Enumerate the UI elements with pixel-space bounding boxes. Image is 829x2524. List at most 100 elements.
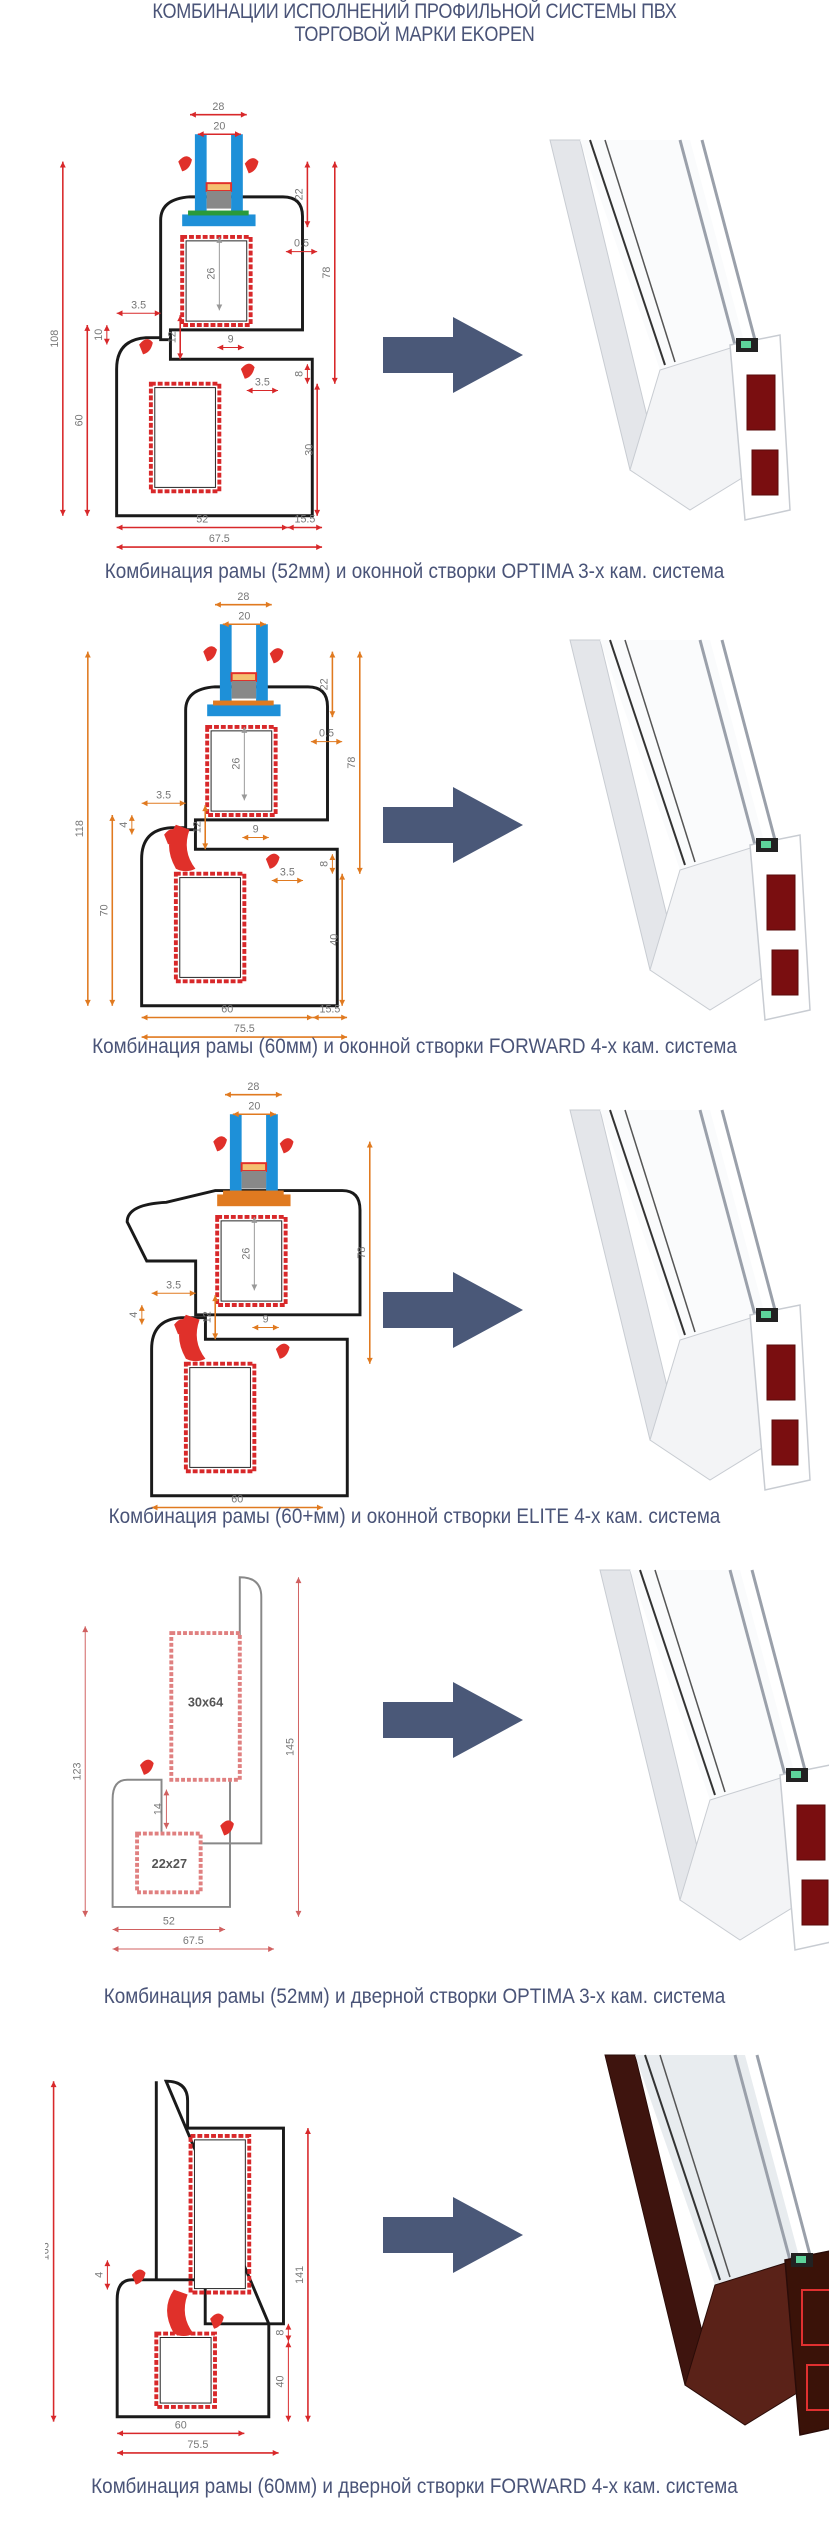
profile-3d-render bbox=[569, 1109, 811, 1491]
gasket-seal bbox=[178, 156, 192, 172]
dimension-label: 78 bbox=[346, 757, 358, 769]
steel-reinforcement-3d bbox=[796, 1804, 826, 1861]
dimension-arrowhead bbox=[271, 877, 278, 884]
dimension-arrowhead bbox=[222, 621, 229, 628]
dimension-label: 28 bbox=[237, 591, 249, 603]
dimension-arrowhead bbox=[305, 2128, 311, 2135]
dimension-arrowhead bbox=[252, 1324, 259, 1331]
dimension-arrowhead bbox=[109, 999, 116, 1006]
section-caption: Комбинация рамы (52мм) и дверной створки… bbox=[103, 1985, 726, 2008]
glazing-shim bbox=[223, 1190, 284, 1196]
dimension-arrowhead bbox=[295, 1910, 302, 1917]
dimension-arrowhead bbox=[189, 1290, 196, 1297]
reinforcement-inner bbox=[220, 1220, 283, 1302]
section-caption: Комбинация рамы (60+мм) и оконной створк… bbox=[108, 1505, 721, 1528]
window-profile-render bbox=[599, 1569, 829, 1951]
dimension-label: 60 bbox=[221, 1004, 233, 1016]
dimension-arrowhead bbox=[260, 621, 266, 628]
dimension-label: 12 bbox=[166, 331, 178, 343]
dimension-arrowhead bbox=[232, 1111, 239, 1118]
steel-reinforcement-3d bbox=[801, 1879, 829, 1926]
dimension-arrowhead bbox=[116, 524, 123, 531]
arrow-right-icon bbox=[383, 317, 523, 393]
dimension-arrowhead bbox=[154, 310, 161, 317]
dimension-arrowhead bbox=[316, 1504, 323, 1511]
dimension-arrowhead bbox=[128, 828, 135, 835]
dimension-arrowhead bbox=[295, 1577, 302, 1584]
glass-area bbox=[600, 640, 765, 870]
dimension-arrowhead bbox=[141, 800, 148, 807]
dimension-arrowhead bbox=[163, 1822, 170, 1829]
dimension-label: 15.5 bbox=[319, 1004, 340, 1016]
dimension-arrowhead bbox=[163, 1789, 170, 1796]
steel-reinforcement-3d bbox=[766, 874, 796, 931]
dimension-arrowhead bbox=[219, 1926, 226, 1933]
dimension-arrowhead bbox=[336, 738, 343, 745]
dimension-arrowhead bbox=[112, 1946, 119, 1952]
profile-3d-render bbox=[569, 639, 811, 1021]
dimension-label: 12 bbox=[201, 1311, 213, 1323]
dimension-arrowhead bbox=[212, 1333, 219, 1340]
dimension-arrowhead bbox=[112, 1926, 119, 1933]
dimension-arrowhead bbox=[331, 161, 338, 168]
dimension-arrowhead bbox=[275, 1091, 282, 1098]
glazing-shim bbox=[188, 210, 249, 216]
dimension-arrowhead bbox=[366, 1141, 373, 1148]
dimension-arrowhead bbox=[116, 544, 123, 550]
glazing-edge bbox=[589, 139, 666, 366]
dimension-label: 9 bbox=[228, 334, 234, 346]
glazing-edge bbox=[659, 2054, 731, 2278]
profile-3d-render bbox=[604, 2054, 829, 2436]
dimension-arrowhead bbox=[329, 867, 336, 874]
dimension-arrowhead bbox=[84, 325, 91, 331]
dimension-arrowhead bbox=[216, 304, 223, 311]
glass-area bbox=[635, 2055, 800, 2285]
reinforcement-inner bbox=[159, 2337, 212, 2404]
steel-reinforcement bbox=[173, 871, 247, 984]
dimension-arrowhead bbox=[339, 873, 346, 880]
dimension-label: 78 bbox=[356, 1247, 368, 1259]
dimension-arrowhead bbox=[305, 2415, 311, 2422]
dimension-label: 60 bbox=[175, 2419, 187, 2431]
dimension-label: 26 bbox=[240, 1248, 252, 1260]
dimension-arrowhead bbox=[251, 1284, 258, 1291]
dimension-label: 0.5 bbox=[319, 728, 334, 740]
steel-reinforcement-3d bbox=[806, 2364, 829, 2411]
steel-reinforcement bbox=[180, 235, 253, 327]
arrow-right-icon bbox=[383, 787, 523, 863]
dimension-arrowhead bbox=[366, 1357, 373, 1364]
glazing-edge bbox=[624, 639, 696, 863]
desiccant-spacer bbox=[791, 1771, 801, 1778]
dimension-label: 15.5 bbox=[294, 514, 315, 526]
steel-reinforcement-3d bbox=[766, 1344, 796, 1401]
dimension-arrowhead bbox=[310, 738, 317, 745]
dimension-arrowhead bbox=[304, 377, 311, 384]
glazing-edge bbox=[609, 1109, 686, 1336]
glass-pane-edge bbox=[678, 139, 737, 346]
gasket-seal bbox=[140, 1759, 154, 1775]
dimension-arrowhead bbox=[329, 711, 336, 718]
dimension-label: 22 bbox=[319, 678, 331, 690]
dimension-arrowhead bbox=[341, 1014, 348, 1021]
dimension-arrowhead bbox=[356, 867, 363, 874]
dimension-arrowhead bbox=[297, 877, 304, 884]
title-line-2: ТОРГОВОЙ МАРКИ EKOPEN bbox=[294, 23, 535, 46]
dimension-arrowhead bbox=[285, 248, 292, 255]
dimension-label: 28 bbox=[212, 101, 224, 113]
dimension-arrowhead bbox=[265, 601, 272, 608]
steel-reinforcement-3d bbox=[771, 1419, 799, 1466]
glass-pane-edge bbox=[728, 1569, 787, 1776]
dimension-arrowhead bbox=[84, 999, 91, 1006]
dimension-arrowhead bbox=[285, 2415, 292, 2422]
dimension-arrowhead bbox=[241, 726, 248, 733]
steel-reinforcement-3d bbox=[771, 949, 799, 996]
glazing-bead-base bbox=[182, 214, 256, 227]
dimension-arrowhead bbox=[202, 843, 209, 850]
gasket-seal bbox=[203, 646, 217, 662]
steel-reinforcement bbox=[183, 1361, 257, 1474]
dimension-arrowhead bbox=[103, 338, 110, 345]
